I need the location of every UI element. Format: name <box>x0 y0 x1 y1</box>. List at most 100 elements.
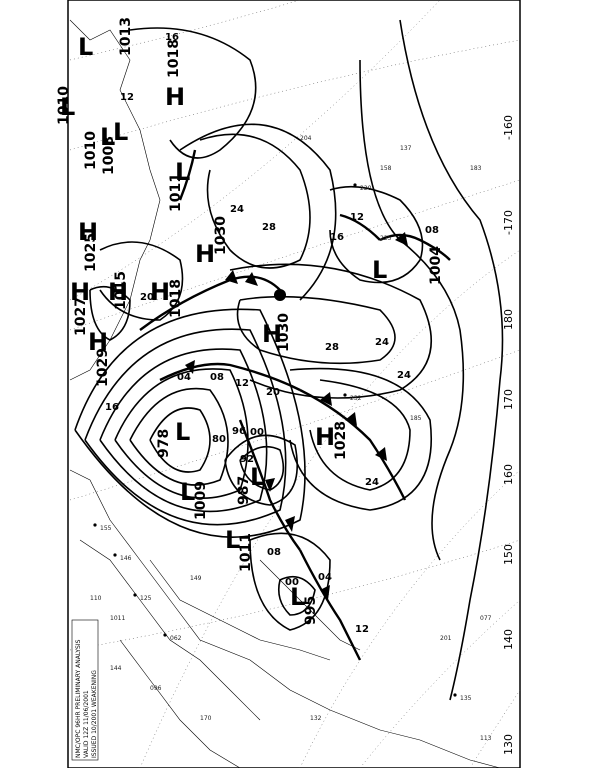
svg-text:H: H <box>78 218 98 246</box>
longitude-label: -160 <box>502 115 515 140</box>
svg-text:H: H <box>195 240 215 268</box>
front-triangle <box>345 412 357 426</box>
svg-text:L: L <box>100 123 115 151</box>
svg-text:L: L <box>60 93 75 121</box>
svg-text:1025: 1025 <box>83 233 99 272</box>
isobar-label: 20 <box>266 387 280 398</box>
svg-text:L: L <box>113 118 128 146</box>
station-observations: 155 146 125 1011 062 096 170 135 113 232… <box>90 135 492 742</box>
isobar-label: 08 <box>267 547 281 558</box>
svg-text:L: L <box>78 33 93 61</box>
isobar-label: 08 <box>210 372 224 383</box>
front-triangle <box>225 270 238 284</box>
chart-caption: NMC/OPC 96HR PRELIMINARY ANALYSIS VALID … <box>71 619 99 761</box>
isobars <box>74 19 504 701</box>
svg-text:113: 113 <box>480 735 492 742</box>
svg-text:158: 158 <box>380 165 392 172</box>
longitude-label: 180 <box>502 309 515 330</box>
longitude-label: 170 <box>502 389 515 410</box>
isobar-label: 96 <box>232 426 246 437</box>
front-triangle <box>375 447 387 461</box>
longitude-label: 160 <box>502 464 515 485</box>
isobar-label: 12 <box>235 378 249 389</box>
front-triangle <box>395 232 408 246</box>
longitude-label: 150 <box>502 544 515 565</box>
svg-text:125: 125 <box>140 595 152 602</box>
svg-text:1004: 1004 <box>428 246 444 285</box>
svg-text:096: 096 <box>150 685 162 692</box>
svg-text:1029: 1029 <box>95 348 111 387</box>
isobar-label: 04 <box>177 372 191 383</box>
svg-text:144: 144 <box>110 665 122 672</box>
svg-text:L: L <box>290 583 305 611</box>
svg-text:L: L <box>372 256 387 284</box>
front-triangle <box>285 516 295 532</box>
svg-text:1018: 1018 <box>168 279 184 318</box>
front-triangle <box>245 272 258 286</box>
svg-text:137: 137 <box>400 145 412 152</box>
isobar-label: 80 <box>212 434 226 445</box>
occlusion-point <box>274 289 286 301</box>
svg-text:1011: 1011 <box>110 615 125 622</box>
svg-text:1010: 1010 <box>83 131 99 170</box>
svg-text:L: L <box>175 418 190 446</box>
isobar-label: 20 <box>140 292 154 303</box>
isobar-label: 24 <box>230 204 244 215</box>
isobar-label: 24 <box>397 370 411 381</box>
svg-text:1030: 1030 <box>276 313 292 352</box>
svg-text:H: H <box>88 328 108 356</box>
isobar-label: 00 <box>285 577 299 588</box>
graticule <box>69 0 521 768</box>
svg-text:L: L <box>225 526 240 554</box>
svg-text:204: 204 <box>300 135 312 142</box>
isobar-label: 12 <box>120 92 134 103</box>
svg-text:146: 146 <box>120 555 132 562</box>
svg-text:170: 170 <box>200 715 212 722</box>
svg-text:L: L <box>175 158 190 186</box>
svg-text:H: H <box>262 320 282 348</box>
svg-text:H: H <box>165 83 185 111</box>
coastlines <box>69 19 501 768</box>
svg-text:1011: 1011 <box>238 533 254 572</box>
svg-text:L: L <box>250 463 265 491</box>
svg-text:062: 062 <box>170 635 182 642</box>
svg-text:1018: 1018 <box>166 39 182 78</box>
svg-text:H: H <box>150 278 170 306</box>
svg-text:H: H <box>315 423 335 451</box>
svg-text:L: L <box>180 478 195 506</box>
isobar-label: 12 <box>350 212 364 223</box>
svg-text:VALID 12Z 11/06/2001: VALID 12Z 11/06/2001 <box>83 690 90 758</box>
longitude-label: 130 <box>502 734 515 755</box>
svg-text:155: 155 <box>100 525 112 532</box>
map-frame <box>67 0 521 768</box>
svg-text:232: 232 <box>350 395 362 402</box>
fronts <box>139 149 451 661</box>
svg-text:1011: 1011 <box>168 173 184 212</box>
isobar-label: 16 <box>165 32 179 43</box>
isobar-label: 28 <box>262 222 276 233</box>
isobar-label: 92 <box>240 454 254 465</box>
low-center: L 1013 <box>78 17 134 61</box>
isobar-label: 24 <box>375 337 389 348</box>
svg-text:183: 183 <box>470 165 482 172</box>
svg-text:149: 149 <box>190 575 202 582</box>
longitude-label: -170 <box>502 210 515 235</box>
svg-text:1030: 1030 <box>213 216 229 255</box>
isobar-label: 12 <box>355 624 369 635</box>
svg-text:995: 995 <box>303 596 319 625</box>
svg-text:1013: 1013 <box>118 17 134 56</box>
svg-text:225: 225 <box>380 235 392 242</box>
